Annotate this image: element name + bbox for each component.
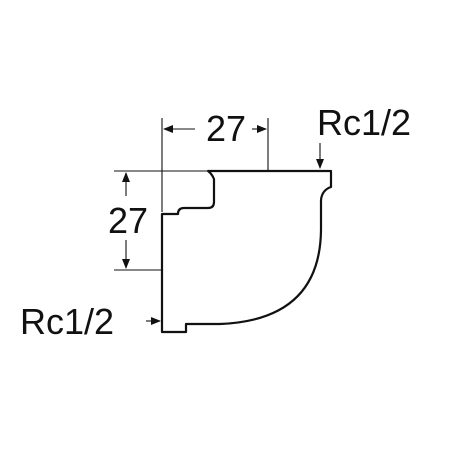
vertical-dimension-label: 27 bbox=[108, 200, 148, 241]
top-thread-callout: Rc1/2 bbox=[316, 102, 411, 169]
top-thread-label: Rc1/2 bbox=[317, 102, 411, 143]
elbow-body-outline bbox=[160, 169, 333, 334]
side-thread-callout: Rc1/2 bbox=[20, 301, 161, 342]
horizontal-dimension: 27 bbox=[161, 108, 269, 212]
vertical-dimension: 27 bbox=[108, 170, 208, 271]
horizontal-dimension-label: 27 bbox=[206, 108, 246, 149]
side-thread-label: Rc1/2 bbox=[20, 301, 114, 342]
